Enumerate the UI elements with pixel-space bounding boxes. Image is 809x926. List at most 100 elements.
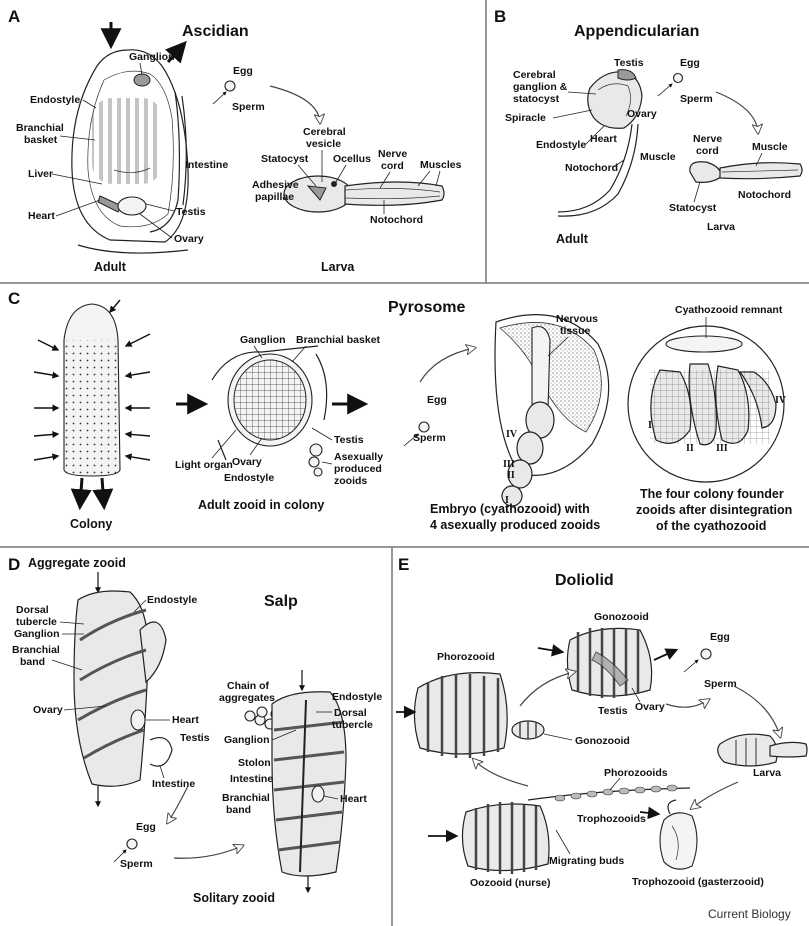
gonozooid-drawing — [567, 628, 651, 698]
label-c-ganglion: Ganglion — [240, 334, 286, 346]
label-c-zooids: zooids — [334, 475, 367, 487]
label-c-tissue: tissue — [560, 325, 591, 337]
label-b-muscle: Muscle — [640, 151, 676, 163]
label-c-endostyle: Endostyle — [224, 472, 274, 484]
caption-b-adult: Adult — [556, 232, 589, 246]
label-d-band-sol: band — [226, 804, 251, 816]
label-c-testis: Testis — [334, 434, 364, 446]
caption-embryo-2: 4 asexually produced zooids — [430, 518, 600, 532]
label-heart: Heart — [28, 210, 55, 222]
phorozooid-drawing — [414, 673, 507, 758]
label-c-sperm: Sperm — [413, 432, 446, 444]
panel-d: D Salp Aggregate zooid Endostyle Dorsal … — [8, 555, 382, 905]
label-c-egg: Egg — [427, 394, 447, 406]
label-ganglion: Ganglion — [129, 51, 175, 63]
caption-adult: Adult — [94, 260, 127, 274]
label-e-egg: Egg — [710, 631, 730, 643]
panel-e-title: Doliolid — [555, 572, 614, 589]
panel-d-letter: D — [8, 555, 20, 574]
label-liver: Liver — [28, 168, 53, 180]
pyrosome-colony-drawing — [34, 300, 150, 506]
label-e-migrating-buds: Migrating buds — [549, 855, 624, 867]
label-e-phorozooid: Phorozooid — [437, 651, 495, 663]
label-testis: Testis — [176, 206, 206, 218]
label-sperm: Sperm — [232, 101, 265, 113]
label-d-aggregates: aggregates — [219, 692, 275, 704]
label-c-ovary: Ovary — [232, 456, 262, 468]
roman-founder-ii: II — [686, 443, 694, 454]
label-e-oozooid: Oozooid (nurse) — [470, 877, 551, 889]
roman-founder-iv: IV — [775, 395, 787, 406]
label-b-cord: cord — [696, 145, 719, 157]
caption-solitary: Solitary zooid — [193, 891, 275, 905]
label-e-larva: Larva — [753, 767, 781, 779]
label-basket: basket — [24, 134, 58, 146]
label-d-branchial: Branchial — [12, 644, 60, 656]
ascidian-adult-drawing — [72, 50, 188, 253]
label-e-sperm: Sperm — [704, 678, 737, 690]
label-e-testis: Testis — [598, 705, 628, 717]
label-b-egg: Egg — [680, 57, 700, 69]
panel-b: B Appendicularian Testis Egg Sperm Cereb… — [494, 7, 802, 246]
label-muscles: Muscles — [420, 159, 462, 171]
label-b-ovary: Ovary — [627, 108, 657, 120]
label-c-asexually: Asexually — [334, 451, 383, 463]
panel-b-letter: B — [494, 7, 506, 26]
panel-a-letter: A — [8, 7, 20, 26]
label-d-ganglion: Ganglion — [14, 628, 60, 640]
label-d-endostyle: Endostyle — [147, 594, 197, 606]
caption-larva: Larva — [321, 260, 355, 274]
label-notochord: Notochord — [370, 214, 423, 226]
label-c-branchial-basket: Branchial basket — [296, 334, 381, 346]
label-d-endostyle-sol: Endostyle — [332, 691, 382, 703]
ascidian-larva-drawing — [284, 176, 444, 212]
label-b-nerve: Nerve — [693, 133, 722, 145]
label-d-tubercle-sol: tubercle — [332, 719, 373, 731]
label-ovary: Ovary — [174, 233, 204, 245]
panel-d-title: Salp — [264, 593, 298, 610]
label-d-sperm: Sperm — [120, 858, 153, 870]
label-d-heart-sol: Heart — [340, 793, 367, 805]
label-vesicle: vesicle — [306, 138, 341, 150]
label-d-dorsal-sol: Dorsal — [334, 707, 367, 719]
label-b-statocyst: Statocyst — [669, 202, 717, 214]
trophozooid-drawing — [660, 800, 697, 869]
label-d-ovary: Ovary — [33, 704, 63, 716]
label-d-aggregate-zooid: Aggregate zooid — [28, 556, 126, 570]
label-e-ovary: Ovary — [635, 701, 665, 713]
label-b-muscle-larva: Muscle — [752, 141, 788, 153]
label-d-chain: Chain of — [227, 680, 269, 692]
panel-a-title: Ascidian — [182, 23, 249, 40]
panel-a: A Ascidian Ganglion Endostyle Branchial … — [8, 7, 462, 274]
label-d-ganglion-sol: Ganglion — [224, 734, 270, 746]
doliolid-larva-drawing — [718, 734, 807, 766]
caption-founder-1: The four colony founder — [640, 487, 784, 501]
roman-ii: II — [507, 470, 515, 481]
label-d-intestine-sol: Intestine — [230, 773, 273, 785]
label-ocellus: Ocellus — [333, 153, 371, 165]
label-c-light-organ: Light organ — [175, 459, 233, 471]
label-nerve: Nerve — [378, 148, 407, 160]
label-endostyle: Endostyle — [30, 94, 80, 106]
label-b-spiracle: Spiracle — [505, 112, 546, 124]
caption-founder-3: of the cyathozooid — [656, 519, 766, 533]
label-cerebral: Cerebral — [303, 126, 346, 138]
gonozooid-bud-drawing — [512, 721, 544, 739]
label-d-band: band — [20, 656, 45, 668]
caption-colony: Colony — [70, 517, 112, 531]
panel-b-title: Appendicularian — [574, 23, 699, 40]
appendicularian-larva-drawing — [690, 162, 802, 183]
roman-iii: III — [503, 459, 515, 470]
label-d-egg: Egg — [136, 821, 156, 833]
label-b-testis: Testis — [614, 57, 644, 69]
panel-c-title: Pyrosome — [388, 299, 465, 316]
label-egg: Egg — [233, 65, 253, 77]
label-c-nervous: Nervous — [556, 313, 598, 325]
panel-c-letter: C — [8, 289, 20, 308]
roman-founder-i: I — [648, 420, 652, 431]
label-e-phorozooids: Phorozooids — [604, 767, 668, 779]
label-d-branchial-sol: Branchial — [222, 792, 270, 804]
label-b-statocyst-adult: statocyst — [513, 93, 560, 105]
label-b-heart: Heart — [590, 133, 617, 145]
pyrosome-zooid-drawing — [212, 346, 327, 476]
